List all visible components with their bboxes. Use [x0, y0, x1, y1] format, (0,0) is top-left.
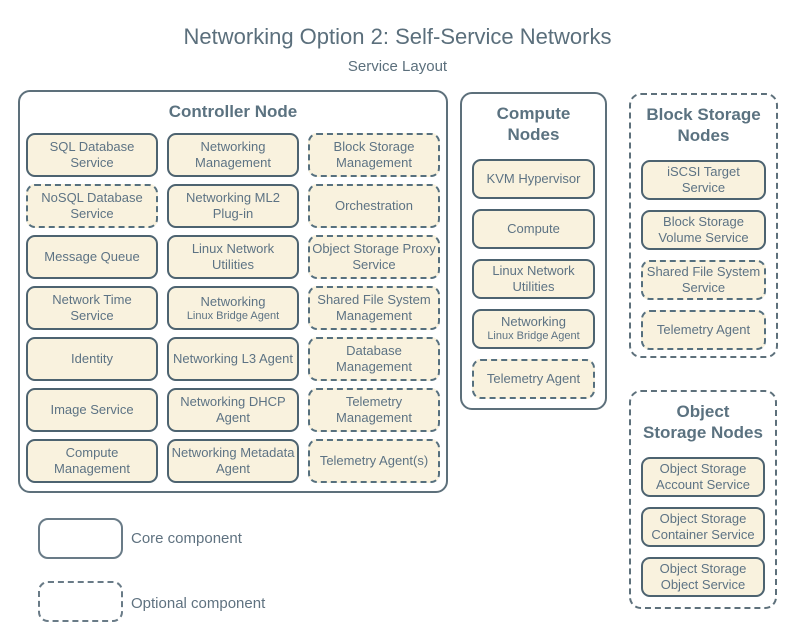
service-box-linux-network-utilities: Linux Network Utilities: [167, 235, 299, 280]
service-label: Compute: [507, 220, 560, 236]
service-label: Identity: [71, 351, 113, 367]
service-label: Telemetry Agent(s): [319, 453, 429, 469]
service-box-orchestration: Orchestration: [308, 184, 440, 229]
service-box-block-storage-volume-service: Block Storage Volume Service: [641, 209, 766, 250]
service-box-network-time-service: Network Time Service: [26, 286, 158, 331]
service-label: Networking DHCP Agent: [180, 394, 286, 426]
service-box-nosql-database-service: NoSQL Database Service: [26, 184, 158, 229]
service-box-image-service: Image Service: [26, 388, 158, 433]
legend-core-label: Core component: [131, 530, 242, 547]
service-label: Networking: [200, 294, 266, 309]
service-label: Linux Network Utilities: [492, 262, 575, 294]
service-label: Object Storage Container Service: [651, 510, 755, 542]
block-storage-nodes-title: Block Storage Nodes: [646, 105, 761, 146]
service-label: Object Storage Account Service: [656, 460, 750, 492]
service-label: Networking L3 Agent: [173, 351, 293, 367]
service-box-networking-management: Networking Management: [167, 133, 299, 178]
service-box-kvm-hypervisor: KVM Hypervisor: [472, 158, 595, 199]
service-label: NoSQL Database Service: [41, 190, 143, 222]
service-label: Orchestration: [334, 198, 414, 214]
service-label: Message Queue: [44, 249, 140, 265]
service-box-object-storage-proxy-service: Object Storage Proxy Service: [308, 235, 440, 280]
service-box-networking-metadata-agent: Networking Metadata Agent: [167, 439, 299, 484]
legend-optional-swatch: [38, 581, 123, 622]
service-label: Networking Management: [195, 139, 271, 171]
service-sublabel: Linux Bridge Agent: [487, 330, 580, 343]
service-label: Telemetry Management: [336, 394, 412, 426]
service-label: iSCSI Target Service: [667, 163, 740, 195]
service-label: Linux Network Utilities: [191, 241, 275, 273]
service-box-sql-database-service: SQL Database Service: [26, 133, 158, 178]
service-label: Object Storage Proxy Service: [312, 241, 436, 273]
service-box-telemetry-agent-s: Telemetry Agent(s): [308, 439, 440, 484]
service-label: Networking: [500, 314, 567, 330]
controller-service-list: SQL Database Service Networking Managemen…: [20, 122, 446, 484]
service-box-networking-l3-agent: Networking L3 Agent: [167, 337, 299, 382]
legend-optional-label: Optional component: [131, 595, 266, 612]
service-label: KVM Hypervisor: [486, 170, 581, 186]
service-box-telemetry-management: Telemetry Management: [308, 388, 440, 433]
service-box-block-storage-management: Block Storage Management: [308, 133, 440, 178]
service-box-networking-ml2-plug-in: Networking ML2 Plug-in: [167, 184, 299, 229]
page-subtitle: Service Layout: [347, 58, 448, 75]
compute-nodes-title: Compute Nodes: [496, 104, 571, 145]
legend-core-swatch: [38, 518, 123, 559]
service-label: Shared File System Service: [646, 263, 761, 295]
service-label: Object Storage Object Service: [659, 560, 747, 592]
service-box-shared-file-system-service: Shared File System Service: [641, 259, 766, 300]
service-label: Database Management: [336, 343, 412, 375]
service-label: Networking ML2 Plug-in: [186, 190, 280, 222]
service-box-object-storage-object-service: Object Storage Object Service: [641, 556, 765, 597]
controller-node-title: Controller Node: [168, 102, 298, 121]
service-sublabel: Linux Bridge Agent: [186, 309, 280, 322]
service-label: Telemetry Agent: [486, 370, 581, 386]
service-label: Compute Management: [54, 445, 130, 477]
service-box-compute: Compute: [472, 208, 595, 249]
page-title: Networking Option 2: Self-Service Networ…: [183, 24, 612, 49]
service-label: Shared File System Management: [317, 292, 431, 324]
service-box-iscsi-target-service: iSCSI Target Service: [641, 159, 766, 200]
service-box-compute-management: Compute Management: [26, 439, 158, 484]
service-box-object-storage-account-service: Object Storage Account Service: [641, 456, 765, 497]
service-box-object-storage-container-service: Object Storage Container Service: [641, 506, 765, 547]
object-storage-nodes-title: Object Storage Nodes: [643, 402, 763, 443]
service-label: Network Time Service: [52, 292, 132, 324]
service-label: Telemetry Agent: [656, 321, 751, 337]
block-storage-nodes-container: Block Storage Nodes iSCSI Target Service…: [629, 93, 778, 358]
service-label: Image Service: [50, 402, 134, 418]
service-box-networking-dhcp-agent: Networking DHCP Agent: [167, 388, 299, 433]
object-storage-nodes-container: Object Storage Nodes Object Storage Acco…: [629, 390, 777, 609]
service-box-linux-network-utilities: Linux Network Utilities: [472, 258, 595, 299]
service-box-identity: Identity: [26, 337, 158, 382]
service-label: SQL Database Service: [49, 139, 135, 171]
service-box-database-management: Database Management: [308, 337, 440, 382]
service-box-telemetry-agent: Telemetry Agent: [641, 309, 766, 350]
service-box-telemetry-agent: Telemetry Agent: [472, 358, 595, 399]
service-label: Block Storage Volume Service: [658, 213, 749, 245]
service-label: Networking Metadata Agent: [171, 445, 295, 477]
service-box-message-queue: Message Queue: [26, 235, 158, 280]
service-box-shared-file-system-management: Shared File System Management: [308, 286, 440, 331]
service-label: Block Storage Management: [333, 139, 415, 171]
